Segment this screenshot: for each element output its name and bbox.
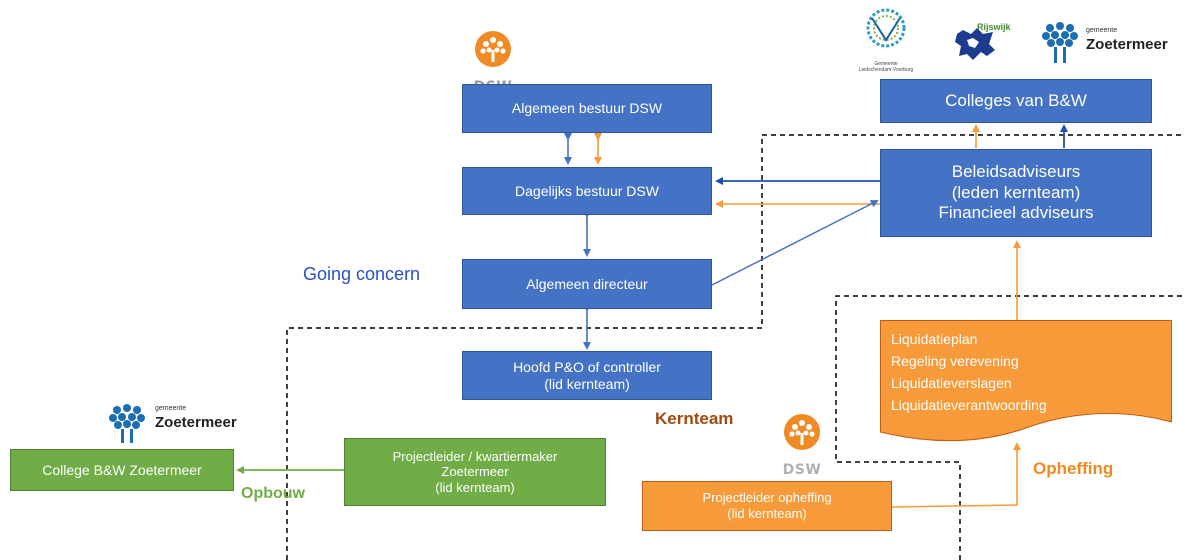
liquidatie-item: Regeling verevening xyxy=(891,353,1019,369)
liquidatie-item: Liquidatieverslagen xyxy=(891,375,1012,391)
liquidatie-list: Liquidatieplan Regeling verevening Liqui… xyxy=(891,328,1047,416)
arrow-opheffing-liquidatie xyxy=(891,442,1021,508)
dsw-tree-icon xyxy=(475,31,511,67)
document-shape xyxy=(880,320,1172,442)
gemeente-text: gemeente xyxy=(155,405,187,412)
dsw-logo-text: DSW xyxy=(782,462,822,478)
dsw-tree-icon xyxy=(784,414,820,450)
zoetermeer-emblem-icon xyxy=(1042,22,1078,63)
opheffing-label: Opheffing xyxy=(1033,459,1114,478)
projectleider-kwartiermaker-box: Projectleider / kwartiermaker Zoetermeer… xyxy=(344,438,606,506)
leidschendam-voorburg-logo: Gemeente Leidschendam-Voorburg xyxy=(858,6,914,73)
college-zoetermeer-box: College B&W Zoetermeer xyxy=(10,449,234,491)
algemeen-directeur-box: Algemeen directeur xyxy=(462,259,712,309)
beleidsadviseurs-line-3: Financieel adviseurs xyxy=(938,203,1094,223)
kernteam-label: Kernteam xyxy=(655,409,734,428)
dagelijks-bestuur-label: Dagelijks bestuur DSW xyxy=(515,182,659,199)
zoetermeer-logo-text: Zoetermeer xyxy=(155,414,237,431)
going-concern-dashed-border xyxy=(286,134,1185,560)
colleges-label: Colleges van B&W xyxy=(945,90,1087,110)
leidschendam-emblem-icon xyxy=(866,8,906,48)
rijswijk-logo-text: Rijswijk xyxy=(977,22,1011,32)
hoofd-po-box: Hoofd P&O of controller (lid kernteam) xyxy=(462,351,712,400)
projectleider-opheffing-line-2: (lid kernteam) xyxy=(727,506,807,521)
algemeen-bestuur-label: Algemeen bestuur DSW xyxy=(511,100,663,117)
beleidsadviseurs-line-1: Beleidsadviseurs xyxy=(951,162,1081,182)
leidschendam-logo-text: Gemeente Leidschendam-Voorburg xyxy=(858,61,914,73)
kwartiermaker-line-1: Projectleider / kwartiermaker xyxy=(392,448,558,464)
college-zoetermeer-label: College B&W Zoetermeer xyxy=(42,461,202,478)
dagelijks-bestuur-box: Dagelijks bestuur DSW xyxy=(462,167,712,215)
zoetermeer-logo-text: Zoetermeer xyxy=(1086,36,1168,53)
gemeente-text: gemeente xyxy=(1086,27,1118,34)
arrow-directeur-beleid xyxy=(711,200,879,286)
dsw-logo-bottom: DSW xyxy=(776,413,828,478)
kwartiermaker-line-3: (lid kernteam) xyxy=(435,479,515,495)
liquidatie-document: Liquidatieplan Regeling verevening Liqui… xyxy=(880,320,1172,443)
rijswijk-lion-icon xyxy=(955,28,995,60)
hoofd-po-line-1: Hoofd P&O of controller xyxy=(513,358,661,375)
liquidatie-item: Liquidatieplan xyxy=(891,331,978,347)
zoetermeer-logo-top: gemeente Zoetermeer xyxy=(1040,20,1168,70)
going-concern-label: Going concern xyxy=(303,264,421,284)
hoofd-po-line-2: (lid kernteam) xyxy=(544,375,630,392)
beleidsadviseurs-box: Beleidsadviseurs (leden kernteam) Financ… xyxy=(880,149,1152,237)
kwartiermaker-line-2: Zoetermeer xyxy=(441,464,509,480)
zoetermeer-logo-left: gemeente Zoetermeer xyxy=(107,402,247,446)
opheffing-dashed-border xyxy=(835,295,1185,560)
colleges-box: Colleges van B&W xyxy=(880,79,1152,123)
liquidatie-item: Liquidatieverantwoording xyxy=(891,397,1047,413)
projectleider-opheffing-box: Projectleider opheffing (lid kernteam) xyxy=(642,481,892,531)
zoetermeer-emblem-icon xyxy=(109,404,145,443)
rijswijk-logo: Rijswijk xyxy=(953,12,1033,62)
projectleider-opheffing-line-1: Projectleider opheffing xyxy=(702,490,832,506)
beleidsadviseurs-line-2: (leden kernteam) xyxy=(951,182,1081,202)
opbouw-label: Opbouw xyxy=(241,485,305,502)
algemeen-bestuur-box: Algemeen bestuur DSW xyxy=(462,84,712,133)
algemeen-directeur-label: Algemeen directeur xyxy=(526,275,648,292)
